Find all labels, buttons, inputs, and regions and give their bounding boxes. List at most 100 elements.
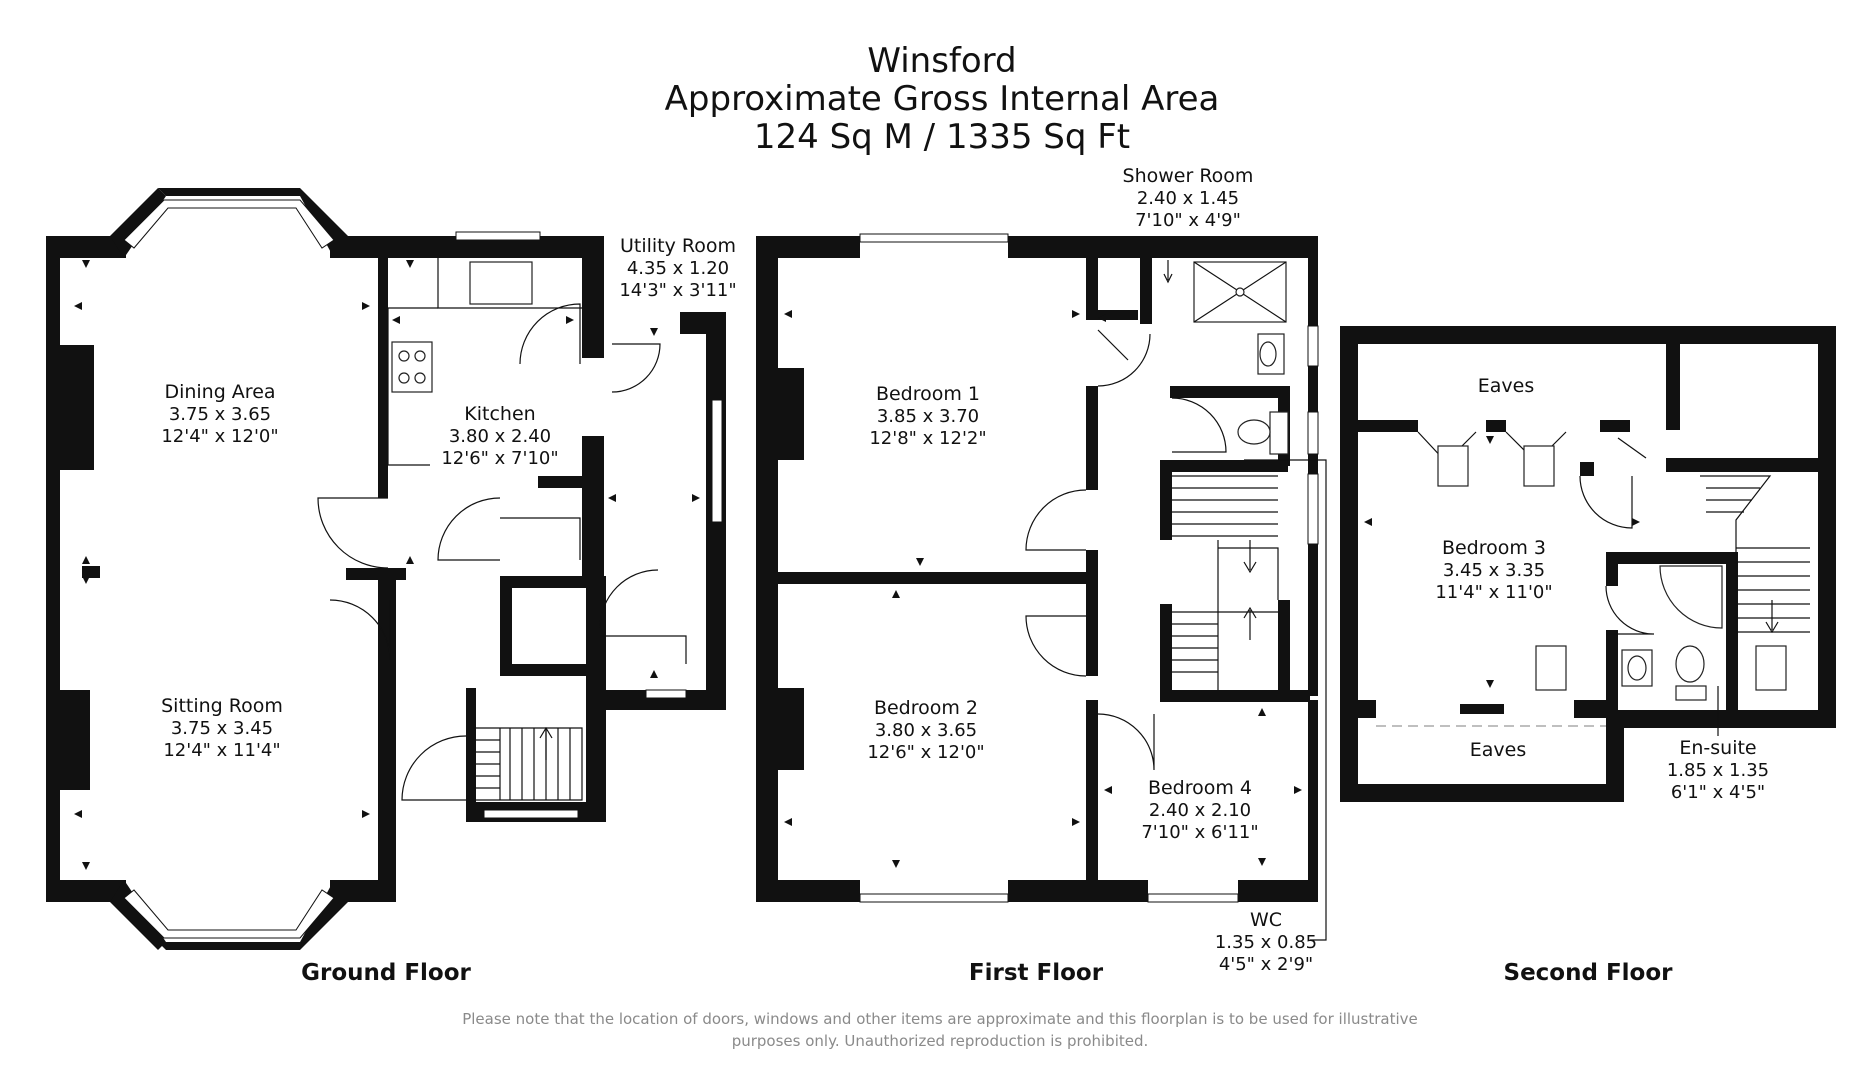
ground-bay-windows — [123, 199, 723, 939]
svg-text:12'6" x 7'10": 12'6" x 7'10" — [441, 448, 558, 469]
dining-area-label: Dining Area 3.75 x 3.65 12'4" x 12'0" — [161, 381, 278, 447]
ground-floor-plan: Dining Area 3.75 x 3.65 12'4" x 12'0" Si… — [46, 188, 737, 986]
wc-door — [1171, 397, 1227, 453]
eaves-bottom-label: Eaves — [1470, 739, 1526, 761]
svg-text:3.75 x 3.45: 3.75 x 3.45 — [171, 718, 273, 739]
utility-back-door — [611, 343, 661, 393]
shower-leader-line — [1163, 260, 1173, 284]
utility-inner-door — [519, 303, 581, 365]
hall-door — [329, 599, 391, 661]
ensuite-fittings — [1621, 565, 1723, 701]
bedroom2-door — [1025, 615, 1087, 677]
bedroom3-label: Bedroom 3 3.45 x 3.35 11'4" x 11'0" — [1435, 537, 1552, 603]
svg-text:3.80 x 3.65: 3.80 x 3.65 — [875, 720, 977, 741]
svg-text:12'4" x 12'0": 12'4" x 12'0" — [161, 426, 278, 447]
first-floor-doors — [1025, 329, 1227, 771]
svg-text:Bedroom 1: Bedroom 1 — [876, 383, 980, 405]
landing-door — [1097, 333, 1151, 387]
kitchen-window — [455, 231, 541, 241]
wc-leader-line — [1244, 459, 1327, 941]
svg-text:11'4" x 11'0": 11'4" x 11'0" — [1435, 582, 1552, 603]
shower-room-fittings — [1193, 261, 1289, 455]
second-measure-arrows — [1364, 436, 1640, 688]
eaves-top-label: Eaves — [1478, 375, 1534, 397]
ground-measure-arrows — [74, 260, 700, 870]
velux-window-icon — [1755, 645, 1787, 691]
svg-text:6'1" x 4'5": 6'1" x 4'5" — [1671, 782, 1765, 803]
svg-text:7'10" x 6'11": 7'10" x 6'11" — [1141, 822, 1258, 843]
disclaimer-line-1: Please note that the location of doors, … — [462, 1010, 1418, 1028]
second-floor-walls — [1340, 326, 1836, 802]
kitchen-label: Kitchen 3.80 x 2.40 12'6" x 7'10" — [441, 403, 558, 469]
cupboard-door — [1097, 329, 1129, 361]
velux-window-icon — [1437, 445, 1469, 487]
ground-doors — [317, 303, 661, 801]
sink-icon — [469, 261, 533, 305]
second-floor-label: Second Floor — [1504, 960, 1674, 986]
second-floor-plan: Eaves Bedroom 3 3.45 x 3.35 11'4" x 11'0… — [1340, 326, 1836, 986]
bedroom4-door — [1097, 713, 1155, 771]
first-measure-arrows — [784, 310, 1302, 868]
svg-text:4.35 x 1.20: 4.35 x 1.20 — [627, 258, 729, 279]
ensuite-label: En-suite 1.85 x 1.35 6'1" x 4'5" — [1667, 737, 1769, 803]
svg-text:3.80 x 2.40: 3.80 x 2.40 — [449, 426, 551, 447]
front-door — [401, 735, 467, 801]
svg-text:En-suite: En-suite — [1679, 737, 1756, 759]
toilet-icon — [1237, 419, 1271, 445]
bedroom2-label: Bedroom 2 3.80 x 3.65 12'6" x 12'0" — [867, 697, 984, 763]
utility-side-door — [599, 569, 659, 629]
shower-room-label: Shower Room 2.40 x 1.45 7'10" x 4'9" — [1123, 165, 1254, 231]
first-floor-plan: Shower Room 2.40 x 1.45 7'10" x 4'9" Bed… — [756, 165, 1327, 986]
svg-text:Bedroom 3: Bedroom 3 — [1442, 537, 1546, 559]
hob-icon — [391, 341, 433, 393]
svg-text:Eaves: Eaves — [1478, 375, 1534, 397]
svg-text:Kitchen: Kitchen — [464, 403, 535, 425]
velux-window-icon — [1535, 645, 1567, 691]
utility-window — [711, 399, 723, 523]
svg-text:12'8" x 12'2": 12'8" x 12'2" — [869, 428, 986, 449]
kitchen-fittings — [387, 258, 687, 664]
wc-cistern-icon — [1269, 411, 1289, 455]
first-stairs-icon — [1172, 475, 1279, 690]
svg-text:WC: WC — [1250, 909, 1282, 931]
svg-text:3.85 x 3.70: 3.85 x 3.70 — [877, 406, 979, 427]
property-name: Winsford — [867, 41, 1016, 81]
stairs-window — [483, 809, 579, 819]
svg-text:Dining Area: Dining Area — [164, 381, 275, 403]
disclaimer-line-2: purposes only. Unauthorized reproduction… — [732, 1032, 1149, 1050]
ensuite-door — [1605, 585, 1655, 635]
svg-text:1.35 x 0.85: 1.35 x 0.85 — [1215, 932, 1317, 953]
svg-text:1.85 x 1.35: 1.85 x 1.35 — [1667, 760, 1769, 781]
svg-text:2.40 x 1.45: 2.40 x 1.45 — [1137, 188, 1239, 209]
svg-text:12'4" x 11'4": 12'4" x 11'4" — [163, 740, 280, 761]
plan-title: Winsford Approximate Gross Internal Area… — [665, 41, 1220, 157]
sitting-room-label: Sitting Room 3.75 x 3.45 12'4" x 11'4" — [161, 695, 283, 761]
utility-room-label: Utility Room 4.35 x 1.20 14'3" x 3'11" — [619, 235, 736, 301]
first-floor-windows — [859, 233, 1319, 903]
second-stairs-icon — [1700, 475, 1810, 634]
svg-text:4'5" x 2'9": 4'5" x 2'9" — [1219, 954, 1313, 975]
ground-floor-label: Ground Floor — [301, 960, 471, 986]
svg-text:Sitting Room: Sitting Room — [161, 695, 283, 717]
roof-windows — [1417, 431, 1787, 691]
svg-text:7'10" x 4'9": 7'10" x 4'9" — [1135, 210, 1241, 231]
area-value: 124 Sq M / 1335 Sq Ft — [754, 117, 1130, 157]
svg-text:3.45 x 3.35: 3.45 x 3.35 — [1443, 560, 1545, 581]
wc-label: WC 1.35 x 0.85 4'5" x 2'9" — [1215, 909, 1317, 975]
first-floor-label: First Floor — [969, 960, 1104, 986]
svg-text:Shower Room: Shower Room — [1123, 165, 1254, 187]
svg-text:12'6" x 12'0": 12'6" x 12'0" — [867, 742, 984, 763]
svg-text:Bedroom 2: Bedroom 2 — [874, 697, 978, 719]
area-heading: Approximate Gross Internal Area — [665, 79, 1220, 119]
second-floor-doors — [1579, 437, 1655, 635]
first-floor-walls — [756, 236, 1318, 902]
corner-shower-icon — [1659, 565, 1723, 629]
velux-window-icon — [1523, 445, 1555, 487]
kitchen-door — [437, 497, 501, 561]
disclaimer: Please note that the location of doors, … — [462, 1010, 1418, 1050]
utility-door-window — [645, 689, 687, 699]
bedroom3-door — [1579, 475, 1633, 529]
ground-floor-walls — [46, 188, 726, 950]
svg-text:2.40 x 2.10: 2.40 x 2.10 — [1149, 800, 1251, 821]
